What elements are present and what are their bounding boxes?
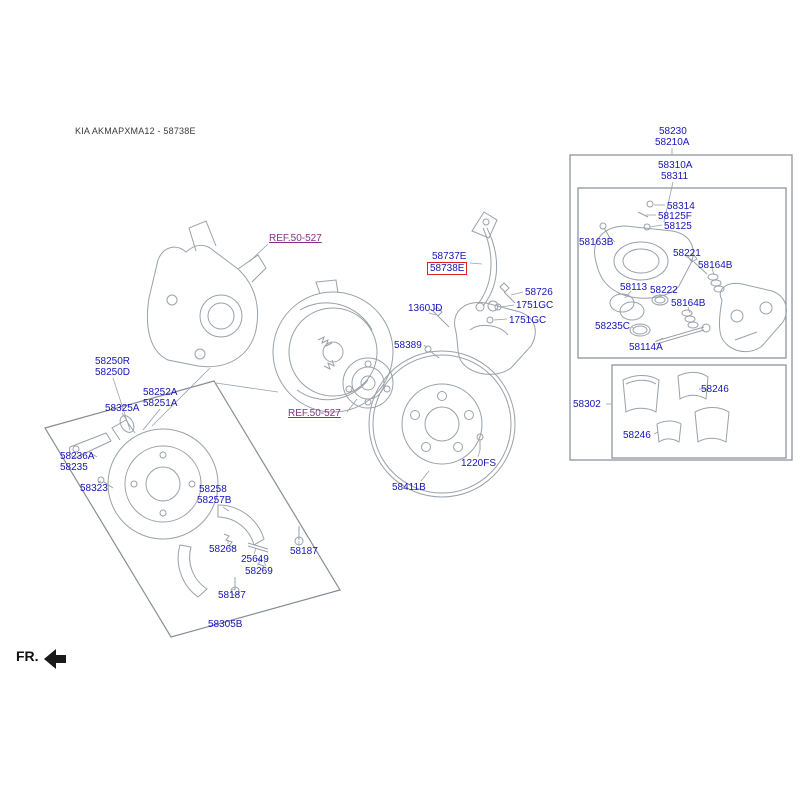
part-label-58163b: 58163B xyxy=(579,237,614,248)
part-label-58389: 58389 xyxy=(394,340,422,351)
bleeder-screw-58163b xyxy=(599,222,607,230)
part-label-58250r: 58250R xyxy=(95,356,131,367)
part-label-58230: 58230 xyxy=(659,126,687,137)
dust-shield xyxy=(107,428,219,540)
piston-58113 xyxy=(609,293,645,321)
guide-rod-58114a xyxy=(655,323,711,345)
adjuster-strut-25649 xyxy=(247,542,269,550)
part-label-58411b: 58411B xyxy=(392,482,426,493)
part-label-58187-1: 58187 xyxy=(290,546,318,557)
bolt-58323 xyxy=(97,476,105,484)
part-label-58222: 58222 xyxy=(650,285,678,296)
part-label-58268: 58268 xyxy=(209,544,237,555)
part-label-58113: 58113 xyxy=(620,282,648,293)
part-label-58305b: 58305B xyxy=(208,619,243,630)
brake-pads xyxy=(622,371,730,443)
part-label-58246-1: 58246 xyxy=(701,384,729,395)
rear-knuckle xyxy=(146,220,267,368)
shoe-spring-58268 xyxy=(223,533,236,549)
brake-pad-inner xyxy=(694,407,730,443)
screw-58125f xyxy=(637,211,649,218)
fasteners-main xyxy=(424,282,516,450)
part-label-58246-2: 58246 xyxy=(623,430,651,441)
part-label-58125: 58125 xyxy=(664,221,692,232)
part-label-58210a: 58210A xyxy=(655,137,690,148)
caliper-overhaul-box xyxy=(577,187,787,359)
part-label-58235c: 58235C xyxy=(595,321,631,332)
ref-link-50-527-lower[interactable]: REF.50-527 xyxy=(288,408,341,419)
ref-link-50-527-upper[interactable]: REF.50-527 xyxy=(269,233,322,244)
part-label-58314: 58314 xyxy=(667,201,695,212)
grommet-58325a xyxy=(119,415,135,433)
part-label-1751gc-1: 1751GC xyxy=(516,300,554,311)
boot-58164b-2 xyxy=(681,309,699,329)
part-label-58311: 58311 xyxy=(661,171,689,182)
seal-58235c xyxy=(629,323,651,337)
part-label-58258: 58258 xyxy=(199,484,227,495)
pad-shim-58246-1 xyxy=(677,371,709,400)
part-label-1751gc-2: 1751GC xyxy=(509,315,547,326)
holddown-pin-58187-2 xyxy=(230,577,240,596)
part-label-1220fs: 1220FS xyxy=(461,458,497,469)
hub-bearing xyxy=(342,357,394,409)
leader-lines xyxy=(88,148,715,591)
part-label-58310a: 58310A xyxy=(658,160,693,171)
washer-1751gc-2 xyxy=(486,316,494,324)
part-label-58236a: 58236A xyxy=(60,451,95,462)
part-label-58114a: 58114A xyxy=(629,342,663,353)
part-label-58125f: 58125F xyxy=(658,211,692,222)
shoe-spring-58269 xyxy=(255,557,265,571)
caliper-assembly-main xyxy=(454,300,536,375)
part-label-58187-2: 58187 xyxy=(218,590,246,601)
brake-pad-outer xyxy=(622,375,660,413)
caliper-exploded xyxy=(594,200,787,353)
brake-shoe-1 xyxy=(217,504,265,546)
brake-rotor xyxy=(368,350,516,498)
cap-58314 xyxy=(646,200,654,208)
part-label-58252a: 58252A xyxy=(143,387,178,398)
part-label-58269: 58269 xyxy=(245,566,273,577)
shoe-kit xyxy=(69,415,304,598)
part-label-1360jd: 1360JD xyxy=(408,303,443,314)
part-label-58302: 58302 xyxy=(573,399,601,410)
part-label-58257b: 58257B xyxy=(197,495,232,506)
pad-shim-58246-2 xyxy=(656,420,682,443)
part-label-58251a: 58251A xyxy=(143,398,178,409)
part-label-25649: 25649 xyxy=(241,554,269,565)
bolt-1360jd xyxy=(432,306,443,317)
part-label-58737e: 58737E xyxy=(432,251,467,262)
caliper-body xyxy=(594,225,694,299)
carrier-bracket-58311 xyxy=(718,282,787,353)
part-label-58164b-2: 58164B xyxy=(671,298,706,309)
catalog-code: KIA AKMAPXMA12 - 58738E xyxy=(75,126,196,136)
part-label-58738e-highlighted: 58738E xyxy=(427,262,468,275)
bolt-58726 xyxy=(499,282,510,293)
guide-bolt-58221 xyxy=(687,253,698,263)
brake-shoe-2 xyxy=(177,544,208,598)
boot-58164b-1 xyxy=(707,273,725,293)
part-label-58325a: 58325A xyxy=(105,403,140,414)
parking-cable xyxy=(471,211,498,312)
group-boxes xyxy=(44,154,793,638)
bolt-58389 xyxy=(424,345,432,353)
shoe-kit-box xyxy=(44,380,341,638)
parking-brake-backing-plate xyxy=(272,279,394,413)
part-label-58323: 58323 xyxy=(80,483,108,494)
caliper-group-box xyxy=(569,154,793,461)
fr-direction-label: FR. xyxy=(16,648,39,664)
part-label-58235: 58235 xyxy=(60,462,88,473)
parking-lever-58236a xyxy=(69,432,112,458)
part-label-58250d: 58250D xyxy=(95,367,131,378)
part-label-58726: 58726 xyxy=(525,287,553,298)
part-label-58164b-1: 58164B xyxy=(698,260,733,271)
cap-58125 xyxy=(643,223,651,231)
fr-direction-arrow xyxy=(44,649,66,669)
brake-pads-box xyxy=(611,364,787,459)
part-label-58221: 58221 xyxy=(673,248,701,259)
